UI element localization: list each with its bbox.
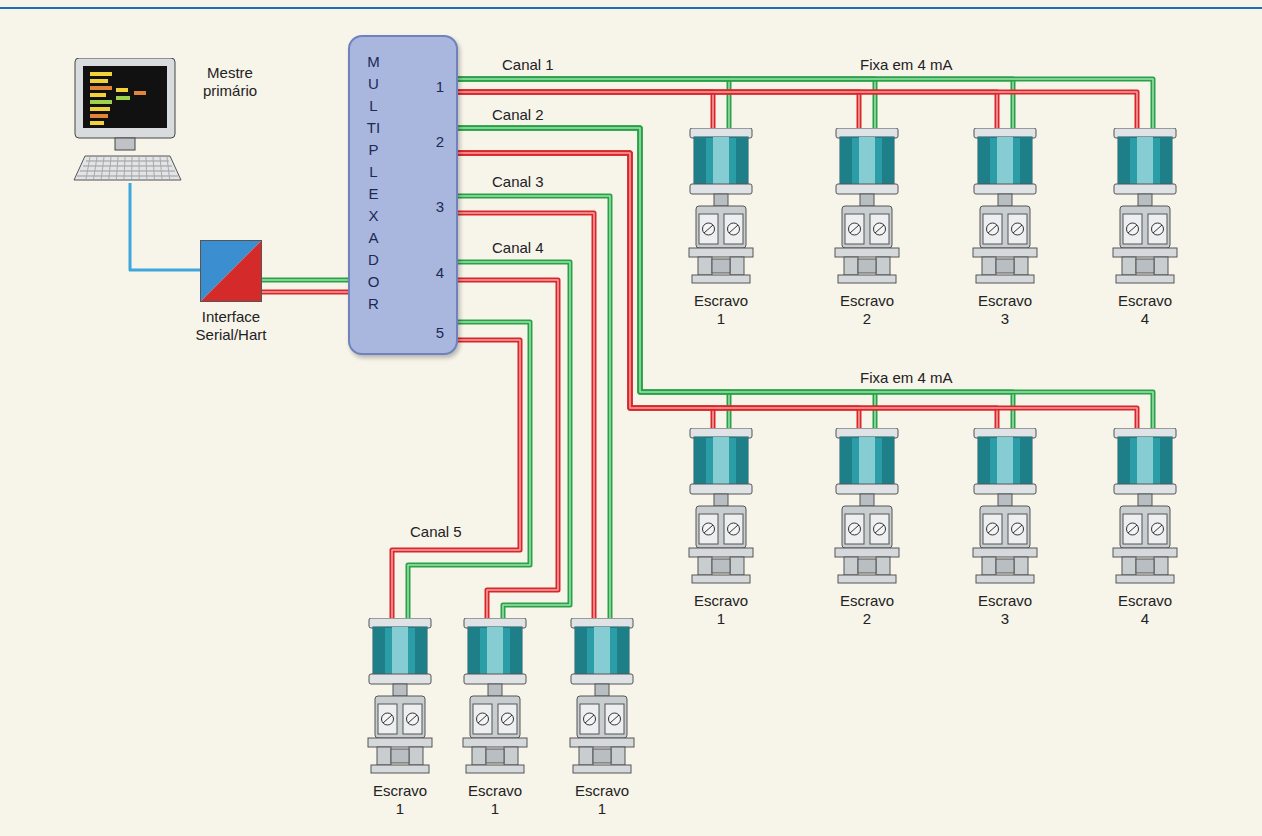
transmitter-icon [970,128,1040,288]
wire-core [458,92,997,128]
multiplexer-title: MULTIPLEXADOR [366,51,381,315]
wire [458,79,1153,128]
channel-label: Fixa em 4 mA [858,56,955,74]
wire [458,128,1153,428]
slave-transmitter: Escravo 2 [832,428,902,628]
connector [458,196,610,618]
slave-transmitter: Escravo 1 [686,428,756,628]
interface-icon [200,240,262,302]
connector [458,128,1153,428]
slave-transmitter: Escravo 1 [365,618,435,818]
channel-number: 4 [436,264,444,282]
wire-core [392,340,520,618]
transmitter-icon [832,128,902,288]
transmitter-icon [832,428,902,588]
wire-core [458,92,859,128]
node-label: Escravo 1 [464,782,526,818]
slave-transmitter: Escravo 4 [1110,128,1180,328]
wire-core [458,92,713,128]
node-label: Interface Serial/Hart [171,308,291,344]
slave-transmitter: Escravo 3 [970,428,1040,628]
wire [458,79,729,128]
transmitter-icon [686,428,756,588]
node-label: Escravo 4 [1114,292,1176,328]
channel-label: Canal 5 [408,523,464,541]
transmitter-icon [460,618,530,778]
channel-number: 5 [436,324,444,342]
channel-label: Canal 3 [490,173,546,191]
node-label: Escravo 2 [836,292,898,328]
wire [458,92,997,128]
wire [458,79,875,128]
channel-number: 1 [436,78,444,96]
top-rule [0,7,1262,9]
transmitter-icon [686,128,756,288]
wire [458,92,1137,128]
slave-transmitter: Escravo 1 [567,618,637,818]
node-label: Escravo 1 [690,592,752,628]
node-label: Escravo 1 [369,782,431,818]
connector [130,183,200,270]
wire-core [458,79,875,128]
transmitter-icon [1110,128,1180,288]
wire-core [408,322,530,618]
slave-transmitter: Escravo 4 [1110,428,1180,628]
wire [458,79,1013,128]
wire-core [458,92,1137,128]
wire [262,278,348,283]
node-label: Escravo 3 [974,592,1036,628]
connector [392,322,530,618]
node-label: Escravo 4 [1114,592,1176,628]
node-label: Escravo 2 [836,592,898,628]
connector [458,79,1013,128]
transmitter-icon [1110,428,1180,588]
transmitter-icon [567,618,637,778]
slave-transmitter: Escravo 2 [832,128,902,328]
connector [458,79,875,128]
interface-box: Interface Serial/Hart [171,240,291,344]
wire [458,196,610,618]
wire-core [458,79,729,128]
wire [458,92,713,128]
wire-core [458,128,1153,428]
wire-core [262,279,348,281]
slave-transmitter: Escravo 1 [460,618,530,818]
wire-core [262,291,348,293]
node-label: Escravo 1 [690,292,752,328]
slave-transmitter: Escravo 3 [970,128,1040,328]
channel-number: 2 [436,133,444,151]
channel-label: Canal 1 [500,56,556,74]
computer-icon [70,58,185,183]
channel-label: Canal 2 [490,106,546,124]
connector [458,79,1153,128]
connector [262,280,348,292]
wire [458,213,594,618]
node-label: Escravo 3 [974,292,1036,328]
channel-label: Fixa em 4 mA [858,369,955,387]
transmitter-icon [970,428,1040,588]
slave-transmitter: Escravo 1 [686,128,756,328]
node-label: Mestre primário [188,64,272,100]
connector [458,79,729,128]
wire [130,183,200,270]
transmitter-icon [365,618,435,778]
channel-label: Canal 4 [490,239,546,257]
wire-core [458,213,594,618]
wire-core [458,79,1013,128]
wire [262,290,348,295]
wire [408,322,530,618]
master-computer: Mestre primário [70,58,280,183]
wire [392,340,520,618]
multiplexer-box: MULTIPLEXADOR 1 2 3 4 5 [348,35,458,355]
wire-core [458,79,1153,128]
wire-core [458,196,610,618]
wire [458,92,859,128]
node-label: Escravo 1 [571,782,633,818]
channel-number: 3 [436,198,444,216]
